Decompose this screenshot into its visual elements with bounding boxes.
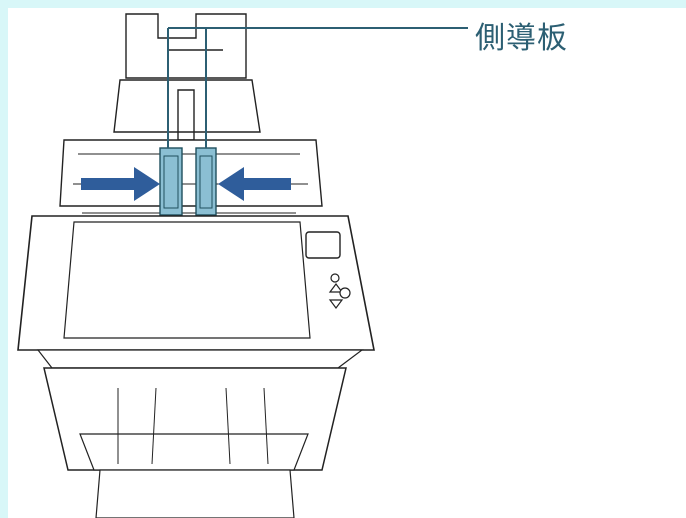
- arrow-left-icon: [218, 167, 291, 201]
- control-panel: [305, 231, 351, 309]
- hopper: [59, 139, 323, 214]
- side-guide-label: 側導板: [475, 21, 568, 56]
- arrow-right-icon: [81, 167, 160, 201]
- scanner-body: [17, 215, 375, 369]
- power-icon: [330, 273, 340, 283]
- paper-chute-extension: [113, 13, 261, 141]
- callout-leader: [167, 27, 468, 148]
- scan-icon: [339, 287, 351, 299]
- scanner-canvas: 側導板: [8, 8, 686, 518]
- scanner-illustration: [17, 13, 468, 518]
- up-triangle-icon: [328, 283, 344, 293]
- down-triangle-icon: [328, 299, 344, 309]
- output-tray: [43, 367, 347, 518]
- lcd-screen: [305, 231, 341, 259]
